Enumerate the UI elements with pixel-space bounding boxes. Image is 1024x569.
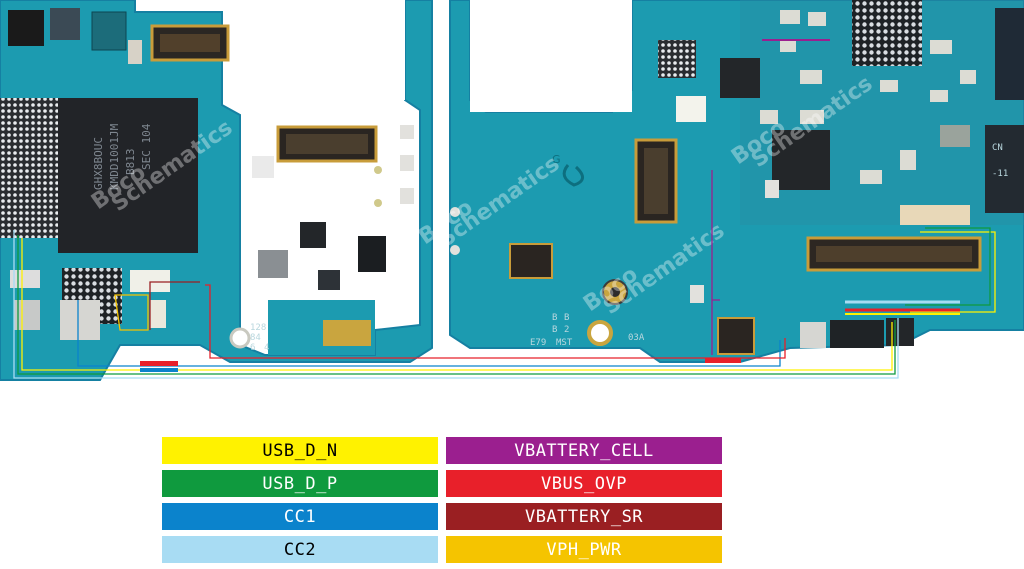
samsung-logo: G (552, 153, 584, 187)
chip-marking-3: KMDD1001JM (108, 123, 121, 190)
soc-chip (58, 98, 198, 253)
silk-2: 2 (564, 325, 569, 335)
connector-small (509, 243, 553, 279)
pcb-board-view: SEC 104 B813 KMDD1001JM GHX8BOUC 128 84 … (0, 0, 1024, 381)
qr-code (658, 40, 696, 78)
trace-vbattery-cell (711, 170, 720, 355)
legend-label: VBATTERY_CELL (514, 440, 654, 461)
trace-vbus-ovp (205, 284, 786, 359)
svg-text:G: G (552, 153, 561, 166)
trace-cc1 (77, 300, 781, 367)
legend-label: CC2 (283, 539, 317, 560)
silk-03a: 03A (628, 333, 645, 343)
legend-cc1: CC1 (162, 503, 438, 530)
trace-usb-d-n (21, 238, 893, 371)
bga-array-right (852, 0, 922, 66)
chip-marking-2: B813 (124, 149, 137, 176)
trace-cc2 (13, 230, 899, 379)
silk-128: 128 (250, 323, 266, 333)
silk-4: 4 (264, 343, 269, 353)
legend-vbattery-cell: VBATTERY_CELL (446, 437, 722, 464)
bga-array-left (0, 98, 58, 238)
left-pcb: SEC 104 B813 KMDD1001JM GHX8BOUC 128 84 … (0, 0, 433, 381)
trace-usb-d-p (17, 235, 896, 375)
legend-vbus-ovp: VBUS_OVP (446, 470, 722, 497)
legend-label: USB_D_P (262, 473, 338, 494)
trace-overlay (13, 39, 996, 379)
silk-6: 6 (250, 343, 255, 353)
silk-mst: MST (556, 338, 573, 348)
legend-label: CC1 (283, 506, 317, 527)
chip-marking-1: SEC 104 (140, 123, 153, 170)
silk-b1: B (552, 313, 557, 323)
legend-cc2: CC2 (162, 536, 438, 563)
legend-usb-d-p: USB_D_P (162, 470, 438, 497)
legend-vbattery-sr: VBATTERY_SR (446, 503, 722, 530)
legend-label: USB_D_N (262, 440, 338, 461)
chip-11: -11 (992, 169, 1008, 179)
trace-vph-pwr (114, 294, 149, 331)
legend-label: VBUS_OVP (541, 473, 627, 494)
trace-vbattery-sr (149, 281, 200, 330)
chip-marking-4: GHX8BOUC (92, 137, 105, 190)
silk-e79: E79 (530, 338, 546, 348)
legend-label: VBATTERY_SR (524, 506, 644, 527)
legend-vph-pwr: VPH_PWR (446, 536, 722, 563)
legend-usb-d-n: USB_D_N (162, 437, 438, 464)
right-pcb: G B B E79 MST B 2 03A CN -11 (449, 0, 1024, 363)
silk-b3: B (564, 313, 569, 323)
silk-84: 84 (250, 333, 261, 343)
chip-cn: CN (992, 143, 1003, 153)
legend-label: VPH_PWR (546, 539, 622, 560)
silk-b2: B (552, 325, 557, 335)
